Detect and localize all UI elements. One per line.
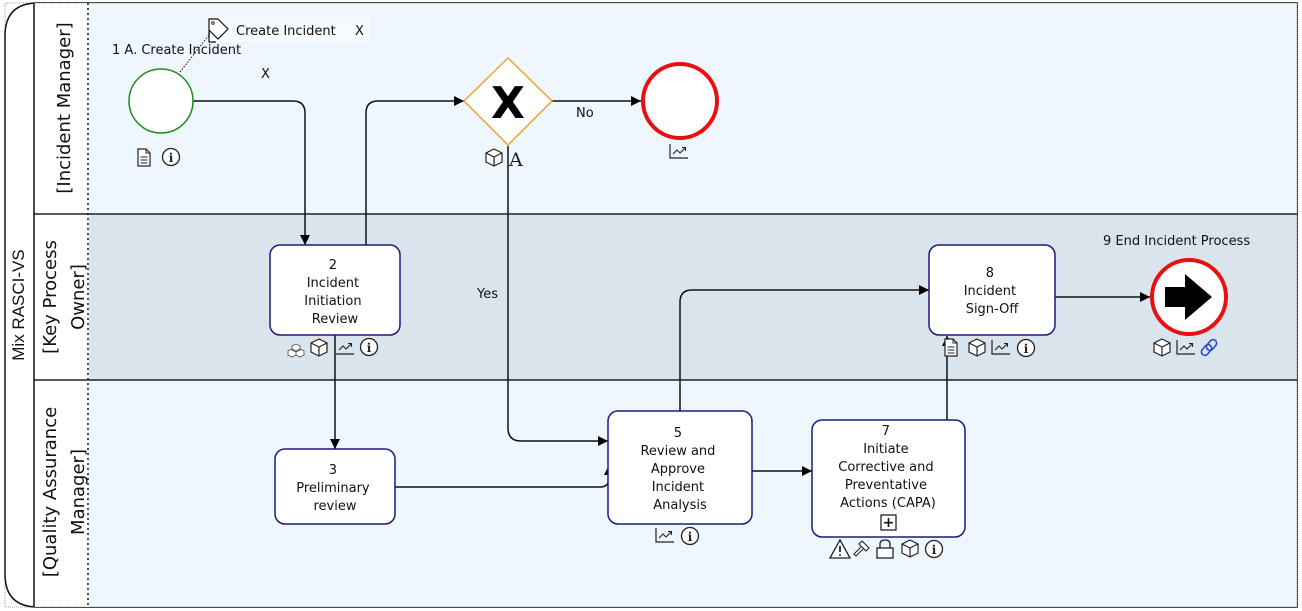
lane-label-key-process-owner-1: [Key Process (40, 240, 61, 354)
svg-text:2 Incident Initiat: 2 Incident Initiation Review (304, 258, 365, 327)
end-event-top[interactable] (641, 62, 719, 140)
flow-task5-to-task8[interactable] (679, 285, 929, 411)
exclusive-gateway[interactable]: X (462, 56, 554, 147)
flow-gateway-yes[interactable] (507, 146, 608, 446)
cube-icon[interactable] (901, 539, 919, 558)
svg-text:i: i (367, 341, 372, 355)
lane-label-qa-manager-2: Manager] (68, 449, 89, 535)
info-icon[interactable]: i (924, 539, 944, 559)
warning-icon[interactable] (828, 538, 852, 559)
link-icon[interactable] (1200, 338, 1218, 357)
lane-label-incident-manager: [Incident Manager] (54, 22, 75, 193)
task-7-line: Initiate (863, 442, 908, 457)
chart-icon[interactable] (336, 342, 354, 355)
svg-text:+: + (883, 515, 895, 531)
lane-label-key-process-owner-2: Owner] (68, 264, 89, 330)
task-2-line: Initiation (304, 294, 361, 309)
task-7-line: Corrective and (838, 460, 933, 475)
annotation-close[interactable]: X (355, 24, 364, 39)
lane-header-column (34, 3, 89, 607)
cube-icon[interactable] (310, 338, 328, 357)
task-7-line: Actions (CAPA) (840, 496, 936, 511)
flow-task2-to-gateway[interactable] (365, 96, 464, 245)
flow-label-yes: Yes (476, 287, 498, 302)
svg-text:i: i (169, 151, 174, 165)
task-2-line: Incident (307, 276, 359, 291)
task-2-line: 2 (329, 258, 337, 273)
chart-icon[interactable] (1176, 340, 1195, 355)
task-7-line: 7 (882, 424, 890, 439)
task-5-line: Analysis (653, 498, 707, 513)
svg-text:7 Initiate Correct: 7 Initiate Corrective and Preventative A… (838, 424, 937, 511)
document-icon[interactable] (137, 148, 151, 167)
flow-start-to-task2[interactable] (193, 100, 310, 245)
annotation-text: Create Incident (236, 24, 336, 39)
info-icon[interactable]: i (1016, 338, 1036, 358)
info-icon[interactable]: i (359, 337, 379, 357)
flow-label-no: No (576, 106, 594, 121)
cube-icon[interactable] (485, 148, 503, 167)
task-3-line: 3 (329, 463, 337, 478)
task-3-line: Preliminary (296, 481, 370, 496)
task-5-line: Approve (651, 462, 705, 477)
svg-text:5 Review and Appro: 5 Review and Approve Incident Analysis (640, 426, 719, 513)
start-event-label: 1 A. Create Incident (112, 43, 241, 58)
hammer-icon[interactable] (853, 540, 870, 557)
task-3-preliminary-review[interactable]: 3 Preliminary review (274, 448, 396, 525)
svg-text:i: i (932, 543, 937, 557)
cube-icon[interactable] (1153, 338, 1171, 357)
tag-icon (208, 18, 229, 43)
end-event-right[interactable] (1150, 258, 1228, 336)
info-icon[interactable]: i (161, 147, 181, 167)
task-8-line: 8 (986, 266, 994, 281)
task-7-initiate-capa[interactable]: 7 Initiate Corrective and Preventative A… (811, 419, 966, 538)
svg-text:i: i (688, 530, 693, 544)
cube-icon[interactable] (968, 338, 986, 357)
chart-icon[interactable] (669, 144, 688, 159)
task-3-line: review (314, 499, 357, 514)
task-8-incident-sign-off[interactable]: 8 Incident Sign-Off (928, 244, 1056, 336)
lane-label-qa-manager-1: [Quality Assurance (40, 407, 61, 577)
cubes-icon[interactable] (287, 343, 305, 358)
task-2-line: Review (312, 312, 359, 327)
task-5-review-approve-incident-analysis[interactable]: 5 Review and Approve Incident Analysis (607, 410, 753, 525)
annotation-box (210, 17, 370, 42)
svg-text:8 Incident Sign-Of: 8 Incident Sign-Off (964, 266, 1021, 317)
start-event[interactable] (128, 68, 194, 134)
chart-icon[interactable] (655, 528, 674, 543)
svg-text:i: i (1024, 342, 1029, 356)
pool-label: Mix RASCI-VS (9, 249, 28, 360)
document-icon[interactable] (944, 338, 958, 357)
task-5-line: Review and (640, 444, 715, 459)
chart-icon[interactable] (991, 340, 1010, 355)
arrow-right-icon (1165, 274, 1212, 320)
end-event-right-label: 9 End Incident Process (1103, 234, 1250, 249)
task-8-line: Incident (964, 284, 1016, 299)
start-event-extra-mark: X (261, 67, 270, 82)
task-5-line: Incident (652, 480, 704, 495)
task-8-line: Sign-Off (966, 302, 1020, 317)
task-7-line: Preventative (845, 478, 927, 493)
gateway-symbol: X (491, 78, 525, 129)
gateway-marker: A (508, 149, 523, 171)
lock-icon[interactable] (876, 539, 894, 559)
task-5-line: 5 (674, 426, 682, 441)
task-2-incident-initiation-review[interactable]: 2 Incident Initiation Review (269, 244, 401, 336)
svg-text:3 Preliminary revi: 3 Preliminary review (296, 463, 374, 514)
subprocess-expand-icon[interactable]: + (880, 514, 897, 531)
info-icon[interactable]: i (680, 526, 700, 546)
